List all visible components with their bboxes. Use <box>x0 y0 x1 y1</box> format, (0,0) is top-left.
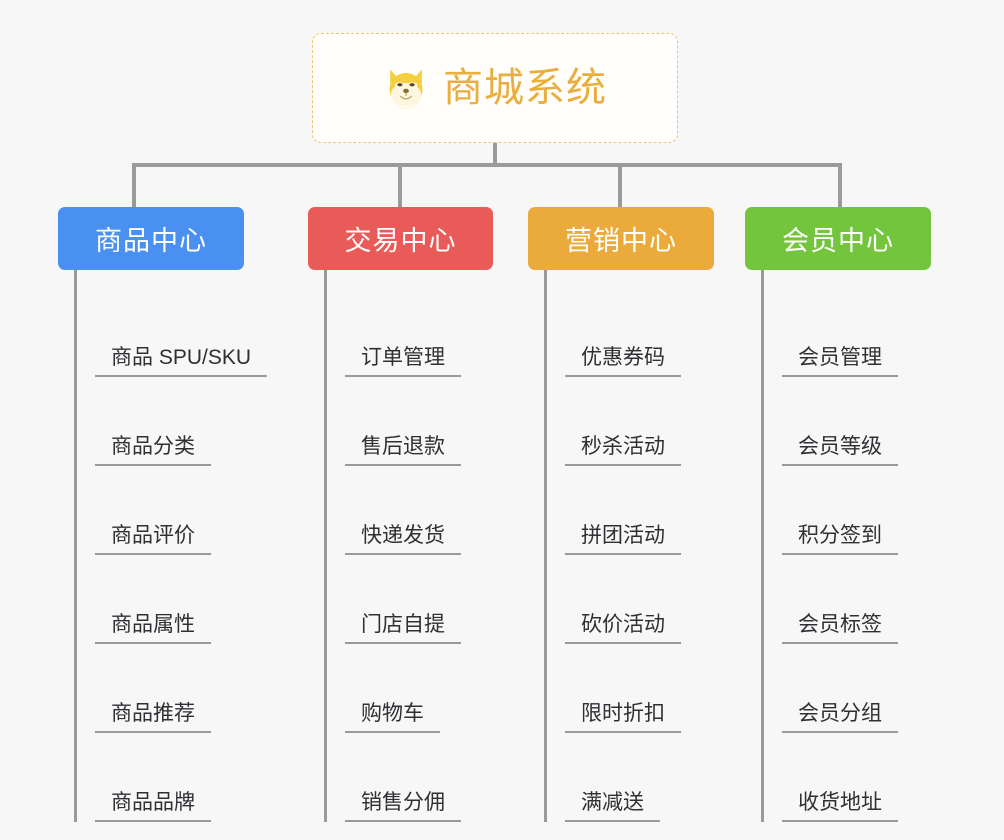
leaf-item[interactable]: 秒杀活动 <box>565 377 728 466</box>
leaf-label: 商品评价 <box>95 525 211 555</box>
category-box-member-center[interactable]: 会员中心 <box>745 207 931 270</box>
leaf-label: 砍价活动 <box>565 614 681 644</box>
leaf-label: 满减送 <box>565 792 660 822</box>
leaf-label: 会员分组 <box>782 703 898 733</box>
leaf-label: 会员标签 <box>782 614 898 644</box>
leaf-item[interactable]: 商品属性 <box>95 555 286 644</box>
leaf-item[interactable]: 会员分组 <box>782 644 945 733</box>
leaf-label: 积分签到 <box>782 525 898 555</box>
leaf-list-marketing-center: 优惠券码 秒杀活动 拼团活动 砍价活动 限时折扣 满减送 <box>544 270 728 822</box>
leaf-label: 商品 SPU/SKU <box>95 347 268 377</box>
leaf-label: 限时折扣 <box>565 703 681 733</box>
leaf-list-product-center: 商品 SPU/SKU 商品分类 商品评价 商品属性 商品推荐 商品品牌 <box>74 270 286 822</box>
leaf-label: 订单管理 <box>345 347 461 377</box>
category-box-marketing-center[interactable]: 营销中心 <box>528 207 714 270</box>
leaf-item[interactable]: 销售分佣 <box>345 733 508 822</box>
category-label: 交易中心 <box>344 226 457 256</box>
leaf-item[interactable]: 商品分类 <box>95 377 286 466</box>
column-trade-center: 交易中心 订单管理 售后退款 快递发货 门店自提 购物车 销售分佣 <box>308 207 508 822</box>
leaf-label: 销售分佣 <box>345 792 461 822</box>
category-label: 营销中心 <box>565 226 677 256</box>
leaf-item[interactable]: 商品评价 <box>95 466 286 555</box>
leaf-item[interactable]: 订单管理 <box>345 288 508 377</box>
leaf-label: 商品推荐 <box>95 703 211 733</box>
leaf-item[interactable]: 砍价活动 <box>565 555 728 644</box>
leaf-item[interactable]: 售后退款 <box>345 377 508 466</box>
leaf-list-trade-center: 订单管理 售后退款 快递发货 门店自提 购物车 销售分佣 <box>324 270 508 822</box>
leaf-item[interactable]: 收货地址 <box>782 733 945 822</box>
column-marketing-center: 营销中心 优惠券码 秒杀活动 拼团活动 砍价活动 限时折扣 满减送 <box>528 207 728 822</box>
leaf-item[interactable]: 满减送 <box>565 733 728 822</box>
leaf-label: 会员管理 <box>782 347 898 377</box>
leaf-label: 门店自提 <box>345 614 461 644</box>
connector-branch-3 <box>618 163 622 207</box>
column-product-center: 商品中心 商品 SPU/SKU 商品分类 商品评价 商品属性 商品推荐 商品品牌 <box>58 207 286 822</box>
connector-root-stem <box>493 143 497 165</box>
leaf-label: 商品属性 <box>95 614 211 644</box>
leaf-label: 商品品牌 <box>95 792 211 822</box>
connector-branch-1 <box>132 163 136 209</box>
leaf-item[interactable]: 积分签到 <box>782 466 945 555</box>
leaf-label: 商品分类 <box>95 436 211 466</box>
connector-horizontal-bus <box>132 163 842 167</box>
leaf-label: 秒杀活动 <box>565 436 681 466</box>
category-box-trade-center[interactable]: 交易中心 <box>308 207 493 270</box>
root-title: 商城系统 <box>443 66 607 110</box>
leaf-label: 购物车 <box>345 703 440 733</box>
leaf-item[interactable]: 优惠券码 <box>565 288 728 377</box>
leaf-item[interactable]: 商品品牌 <box>95 733 286 822</box>
leaf-label: 收货地址 <box>782 792 898 822</box>
leaf-item[interactable]: 快递发货 <box>345 466 508 555</box>
root-node[interactable]: 商城系统 <box>312 33 678 143</box>
leaf-label: 拼团活动 <box>565 525 681 555</box>
category-label: 会员中心 <box>782 226 894 256</box>
leaf-item[interactable]: 会员管理 <box>782 288 945 377</box>
leaf-item[interactable]: 限时折扣 <box>565 644 728 733</box>
leaf-item[interactable]: 会员等级 <box>782 377 945 466</box>
connector-branch-4 <box>838 163 842 207</box>
leaf-label: 会员等级 <box>782 436 898 466</box>
leaf-item[interactable]: 门店自提 <box>345 555 508 644</box>
shiba-dog-face-icon <box>389 69 423 110</box>
column-member-center: 会员中心 会员管理 会员等级 积分签到 会员标签 会员分组 收货地址 <box>745 207 945 822</box>
category-label: 商品中心 <box>95 226 207 256</box>
leaf-label: 快递发货 <box>345 525 461 555</box>
leaf-item[interactable]: 购物车 <box>345 644 508 733</box>
leaf-item[interactable]: 商品推荐 <box>95 644 286 733</box>
leaf-item[interactable]: 拼团活动 <box>565 466 728 555</box>
category-box-product-center[interactable]: 商品中心 <box>58 207 244 270</box>
leaf-item[interactable]: 会员标签 <box>782 555 945 644</box>
leaf-label: 优惠券码 <box>565 347 681 377</box>
leaf-label: 售后退款 <box>345 436 461 466</box>
leaf-list-member-center: 会员管理 会员等级 积分签到 会员标签 会员分组 收货地址 <box>761 270 945 822</box>
connector-branch-2 <box>398 163 402 207</box>
leaf-item[interactable]: 商品 SPU/SKU <box>95 288 286 377</box>
